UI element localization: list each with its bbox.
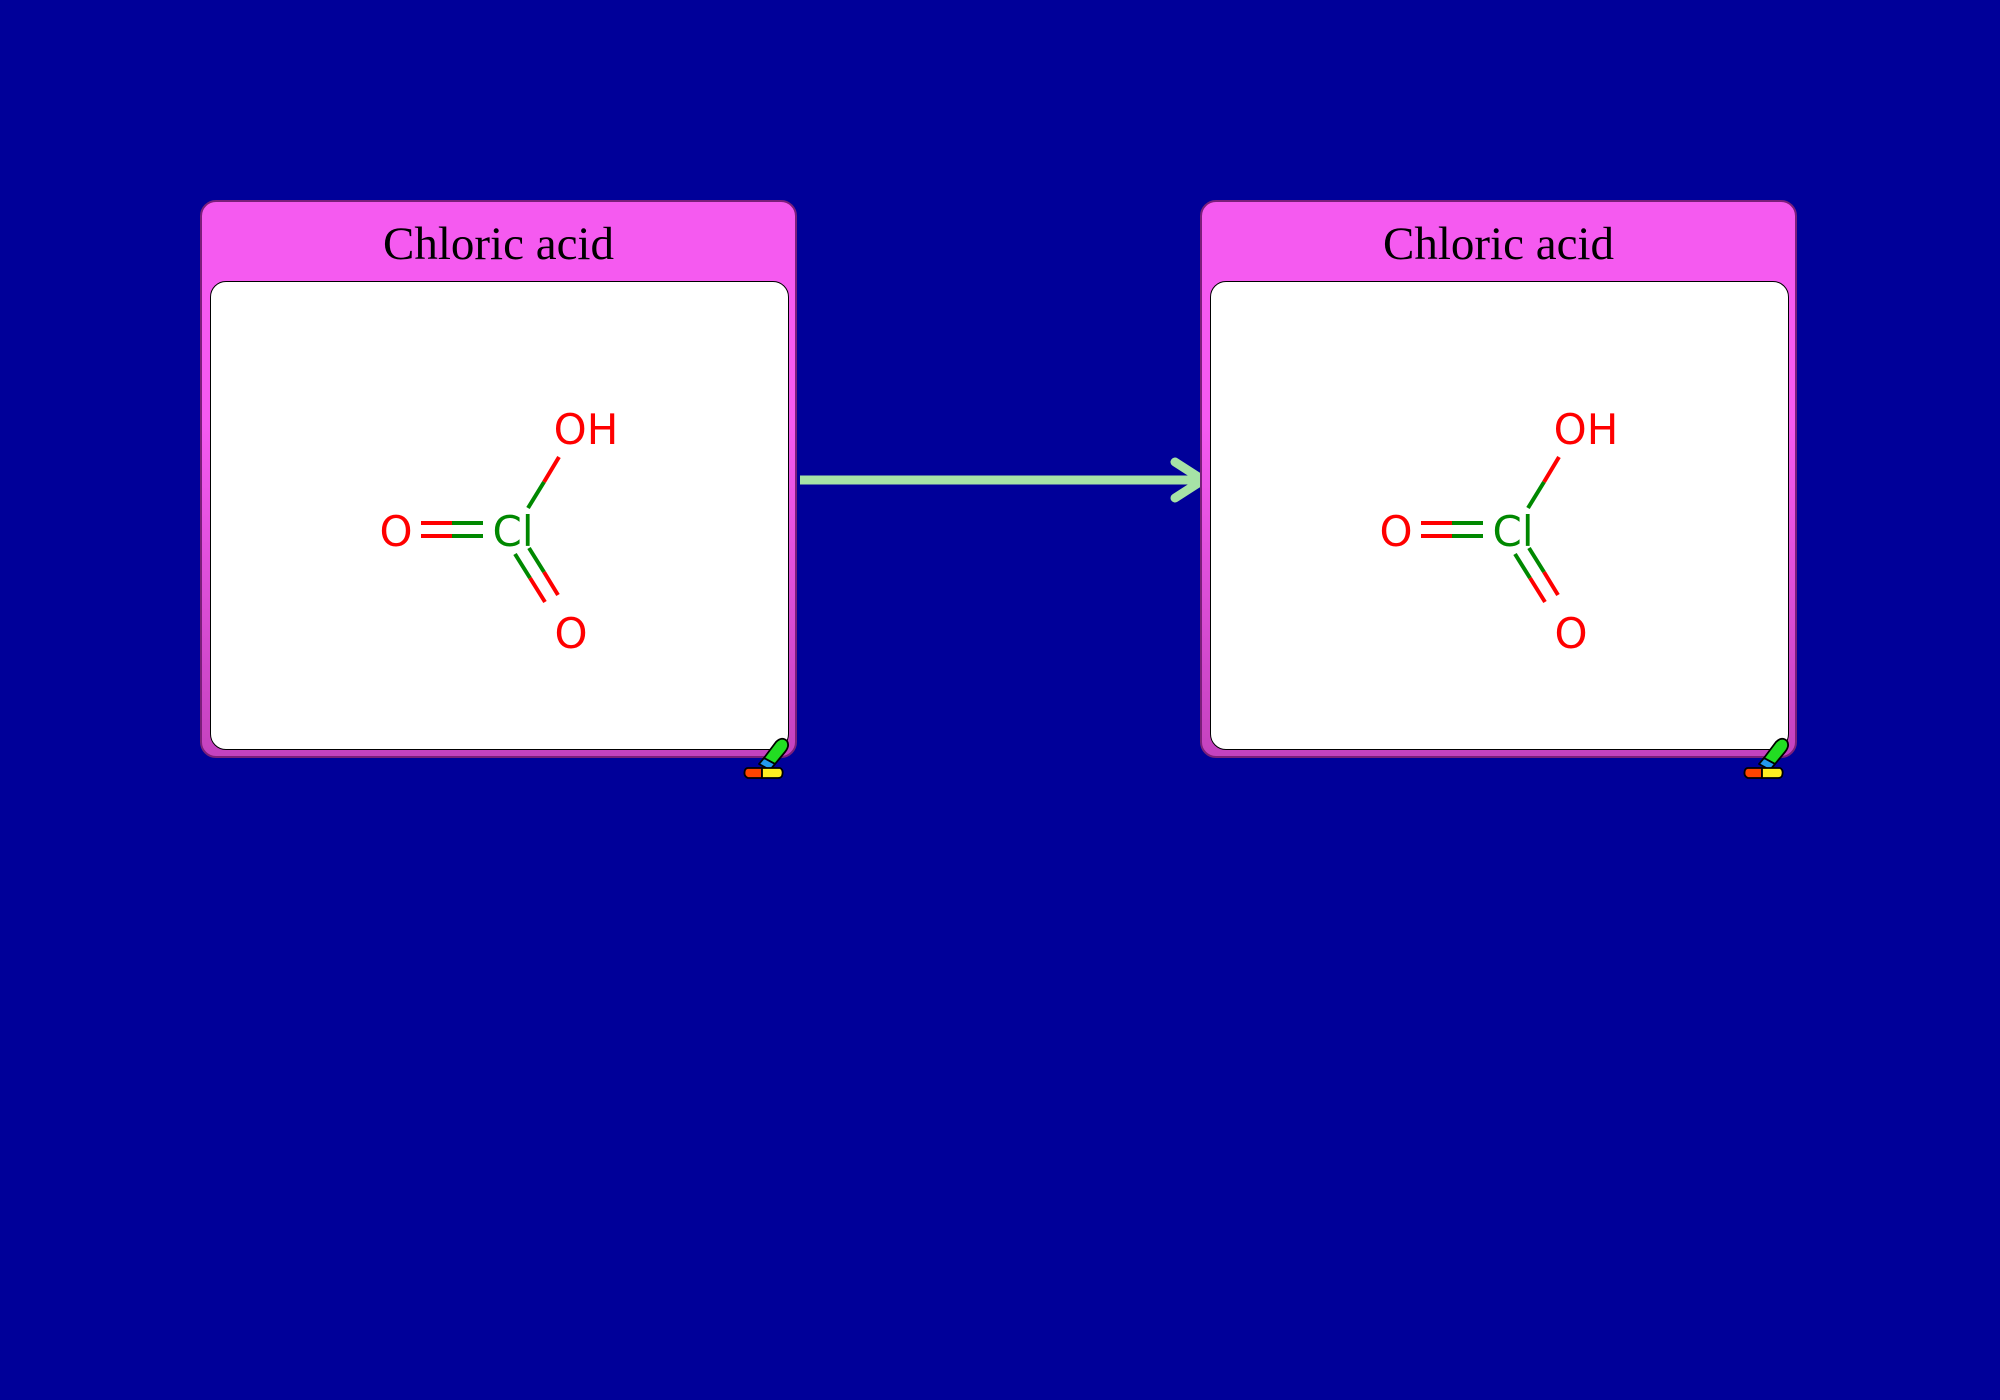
molecule-structure: OH Cl O O — [1379, 405, 1619, 658]
atom-oxygen-bottom: O — [1554, 609, 1587, 658]
atom-oxygen-left: O — [379, 507, 412, 556]
molecule-view: OH Cl O O — [1210, 281, 1789, 750]
bonds — [1421, 455, 1561, 604]
atom-chlorine: Cl — [493, 507, 534, 556]
atom-chlorine: Cl — [1493, 507, 1534, 556]
molecule-view: OH Cl O O — [210, 281, 789, 750]
atom-oxygen-bottom: O — [554, 609, 587, 658]
bonds — [421, 455, 561, 604]
pill-capsule-icon[interactable] — [1742, 734, 1792, 782]
atom-oxygen-left: O — [1379, 507, 1412, 556]
product-node[interactable]: Chloric acid OH Cl O O — [1200, 200, 1797, 779]
node-title: Chloric acid — [382, 218, 614, 270]
molecule-structure: OH Cl O O — [379, 405, 619, 658]
pill-capsule-icon[interactable] — [742, 734, 792, 782]
node-title: Chloric acid — [1382, 218, 1614, 270]
atom-hydroxyl: OH — [554, 405, 619, 454]
atom-hydroxyl: OH — [1554, 405, 1619, 454]
reactant-node[interactable]: Chloric acid OH Cl O O — [200, 200, 797, 779]
